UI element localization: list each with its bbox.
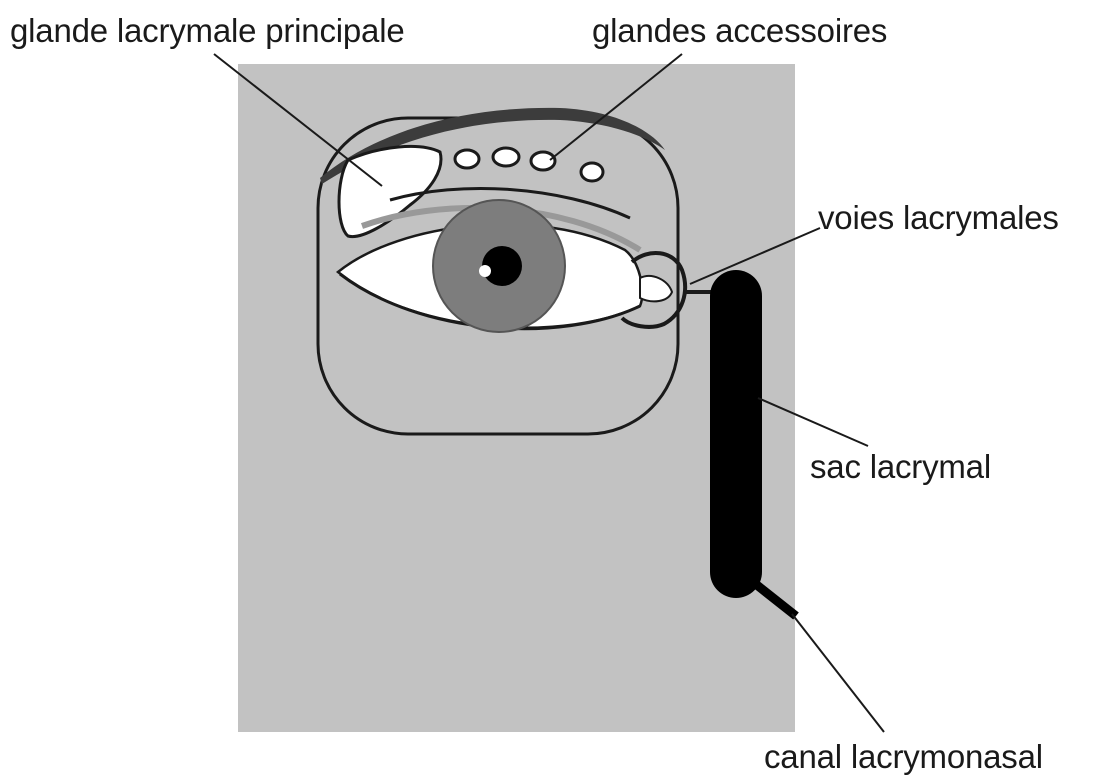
leader-nasolacrimal-canal bbox=[792, 614, 884, 732]
accessory-gland bbox=[581, 163, 603, 181]
label-main-lacrimal-gland: glande lacrymale principale bbox=[10, 14, 404, 47]
label-lacrimal-sac: sac lacrymal bbox=[810, 450, 991, 483]
lacrimal-sac bbox=[710, 270, 762, 598]
accessory-gland bbox=[493, 148, 519, 166]
accessory-gland bbox=[531, 152, 555, 170]
label-tear-ducts: voies lacrymales bbox=[818, 201, 1059, 234]
accessory-gland bbox=[455, 150, 479, 168]
label-accessory-glands: glandes accessoires bbox=[592, 14, 887, 47]
label-nasolacrimal-canal: canal lacrymonasal bbox=[764, 740, 1043, 773]
pupil-highlight bbox=[479, 265, 491, 277]
